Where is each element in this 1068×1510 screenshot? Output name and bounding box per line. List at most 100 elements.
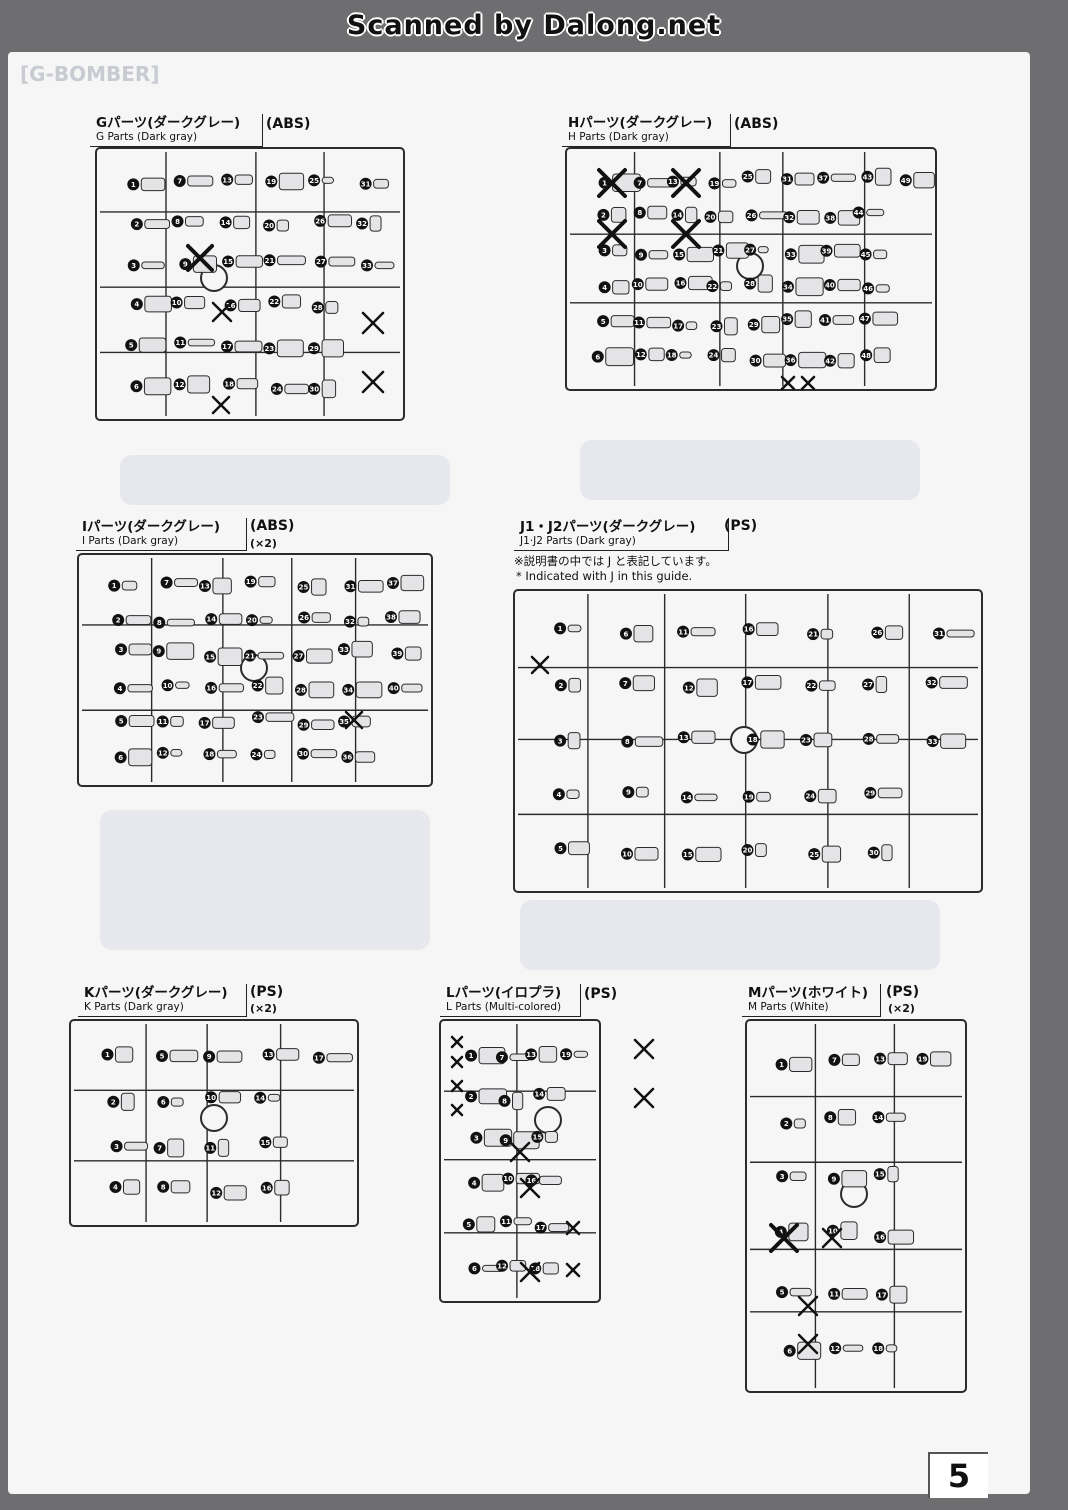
part-number-bullet — [807, 628, 820, 641]
part-number-label: 26 — [873, 629, 883, 637]
cross-mark-icon — [186, 244, 214, 272]
part-number-label: 23 — [712, 323, 722, 331]
part-shape — [634, 847, 659, 861]
part-number-bullet — [153, 616, 166, 629]
part-shape — [817, 788, 837, 804]
part-number-bullet — [130, 380, 143, 393]
part-shape — [321, 339, 344, 358]
part-shape — [691, 730, 716, 744]
part-number-label: 40 — [825, 282, 835, 290]
part-shape — [696, 678, 718, 697]
part-number-bullet — [250, 748, 263, 761]
cross-mark-icon — [450, 1079, 464, 1093]
part-shape — [719, 281, 733, 292]
part-number-bullet — [800, 733, 813, 746]
part-number-label: 14 — [221, 219, 231, 227]
part-number-label: 13 — [264, 1051, 274, 1059]
part-number-label: 26 — [747, 212, 757, 220]
part-shape — [830, 173, 857, 182]
part-number-label: 18 — [748, 736, 758, 744]
runner-material: (ABS) — [266, 116, 311, 132]
part-number-label: 19 — [744, 793, 754, 801]
part-shape — [684, 206, 698, 224]
part-number-label: 32 — [357, 220, 367, 228]
part-shape — [717, 210, 734, 224]
part-number-bullet — [861, 170, 874, 183]
part-shape — [568, 677, 582, 693]
part-number-label: 1 — [131, 181, 136, 189]
part-shape — [121, 580, 138, 591]
part-number-bullet — [127, 259, 140, 272]
part-number-label: 48 — [861, 352, 871, 360]
section-title: [G-BOMBER] — [20, 62, 160, 86]
part-shape — [170, 749, 183, 757]
part-number-label: 18 — [873, 1345, 883, 1353]
part-shape — [354, 751, 376, 763]
part-number-bullet — [859, 248, 872, 261]
part-number-label: 25 — [809, 851, 819, 859]
part-number-bullet — [873, 1168, 886, 1181]
part-number-bullet — [783, 1344, 796, 1357]
part-number-bullet — [311, 301, 324, 314]
part-shape — [311, 719, 335, 730]
part-number-bullet — [297, 581, 310, 594]
part-shape — [887, 1229, 915, 1245]
part-shape — [238, 298, 261, 313]
part-number-bullet — [308, 342, 321, 355]
part-number-label: 2 — [558, 682, 563, 690]
part-shape — [374, 261, 395, 270]
part-shape — [481, 1173, 505, 1192]
part-number-label: 13 — [668, 178, 678, 186]
part-number-bullet — [125, 339, 138, 352]
part-number-bullet — [314, 214, 327, 227]
part-shape — [141, 261, 165, 270]
part-shape — [832, 315, 855, 325]
part-number-bullet — [852, 206, 865, 219]
runner-frame-m — [745, 1019, 967, 1393]
part-number-label: 12 — [684, 684, 694, 692]
runner-frame-k — [69, 1019, 359, 1227]
part-number-label: 29 — [865, 790, 875, 798]
part-number-bullet — [817, 171, 830, 184]
runner-label-m: Mパーツ(ホワイト) M Parts (White) — [742, 984, 881, 1017]
part-number-label: 3 — [602, 247, 607, 255]
part-shape — [217, 1138, 230, 1157]
runner-label-en: I Parts (Dark gray) — [82, 535, 179, 547]
runner-label-en: J1·J2 Parts (Dark gray) — [520, 535, 636, 547]
part-number-label: 3 — [780, 1173, 785, 1181]
part-shape — [635, 786, 649, 798]
cross-mark-icon — [530, 655, 550, 675]
part-number-label: 12 — [175, 381, 185, 389]
part-shape — [512, 1091, 524, 1111]
part-shape — [884, 625, 904, 640]
part-number-bullet — [874, 1052, 887, 1065]
part-shape — [796, 209, 820, 225]
part-number-label: 45 — [861, 251, 871, 259]
part-number-bullet — [384, 611, 397, 624]
part-number-label: 14 — [673, 212, 683, 220]
part-number-label: 6 — [161, 1099, 166, 1107]
part-number-bullet — [776, 1170, 789, 1183]
part-number-label: 26 — [299, 614, 309, 622]
part-number-bullet — [204, 1141, 217, 1154]
part-number-label: 3 — [119, 646, 124, 654]
part-number-bullet — [152, 645, 165, 658]
runner-multiplier: (×2) — [888, 1002, 915, 1015]
part-number-label: 6 — [787, 1347, 792, 1355]
part-number-label: 6 — [595, 353, 600, 361]
part-shape — [114, 1046, 134, 1063]
part-shape — [212, 716, 235, 729]
part-shape — [328, 256, 356, 267]
part-number-label: 10 — [828, 1227, 838, 1235]
part-number-bullet — [621, 735, 634, 748]
cross-mark-icon — [450, 1035, 464, 1049]
part-number-label: 37 — [818, 174, 828, 182]
part-number-label: 30 — [298, 750, 308, 758]
cross-mark-icon — [344, 710, 364, 730]
part-shape — [721, 348, 736, 363]
part-shape — [127, 684, 153, 693]
part-number-label: 30 — [309, 385, 319, 393]
part-shape — [648, 347, 665, 362]
part-number-label: 20 — [247, 617, 257, 625]
part-number-bullet — [359, 177, 372, 190]
